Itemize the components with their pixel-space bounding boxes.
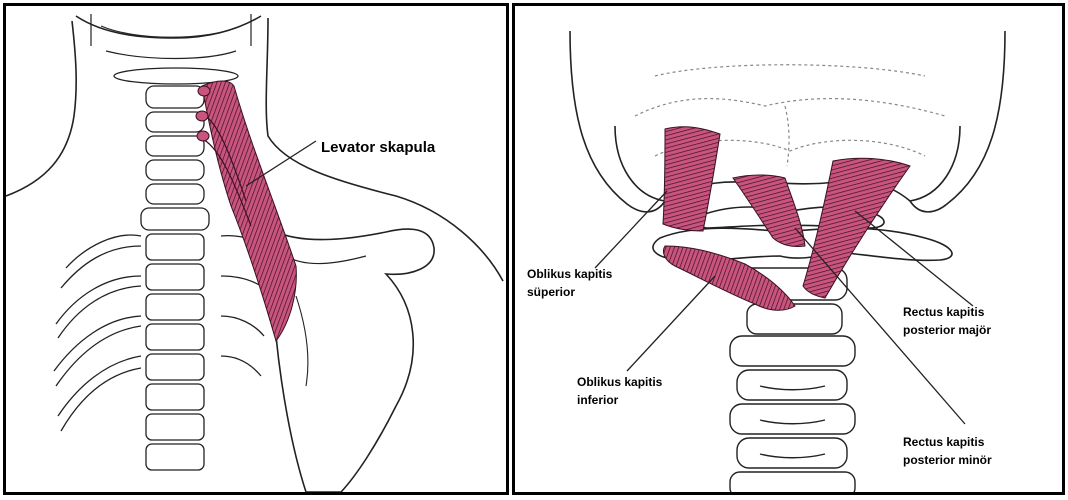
label-oblique-inferior-line2: inferior bbox=[577, 392, 618, 409]
neck-drawing bbox=[6, 6, 506, 492]
label-rectus-minor-line2: posterior minör bbox=[903, 452, 992, 469]
label-oblique-inferior-line1: Oblikus kapitis bbox=[577, 374, 662, 391]
suboccipital-drawing bbox=[515, 6, 1062, 492]
label-rectus-major-line1: Rectus kapitis bbox=[903, 304, 984, 321]
label-oblique-superior-line2: süperior bbox=[527, 284, 575, 301]
leader-line-rectus-major bbox=[855, 211, 973, 306]
label-oblique-superior-line1: Oblikus kapitis bbox=[527, 266, 612, 283]
leader-line-oblique-superior bbox=[595, 191, 667, 268]
rectus-capitis-major-muscle bbox=[803, 158, 910, 298]
levator-scapulae-muscle bbox=[196, 81, 296, 341]
label-rectus-major-line2: posterior majör bbox=[903, 322, 991, 339]
label-rectus-minor-line1: Rectus kapitis bbox=[903, 434, 984, 451]
right-panel-suboccipital-illustration: Oblikus kapitis süperior Oblikus kapitis… bbox=[512, 3, 1065, 495]
left-panel-neck-illustration: Levator skapula bbox=[3, 3, 509, 495]
label-levator-skapula: Levator skapula bbox=[321, 139, 435, 156]
leader-line-oblique-inferior bbox=[627, 276, 715, 371]
